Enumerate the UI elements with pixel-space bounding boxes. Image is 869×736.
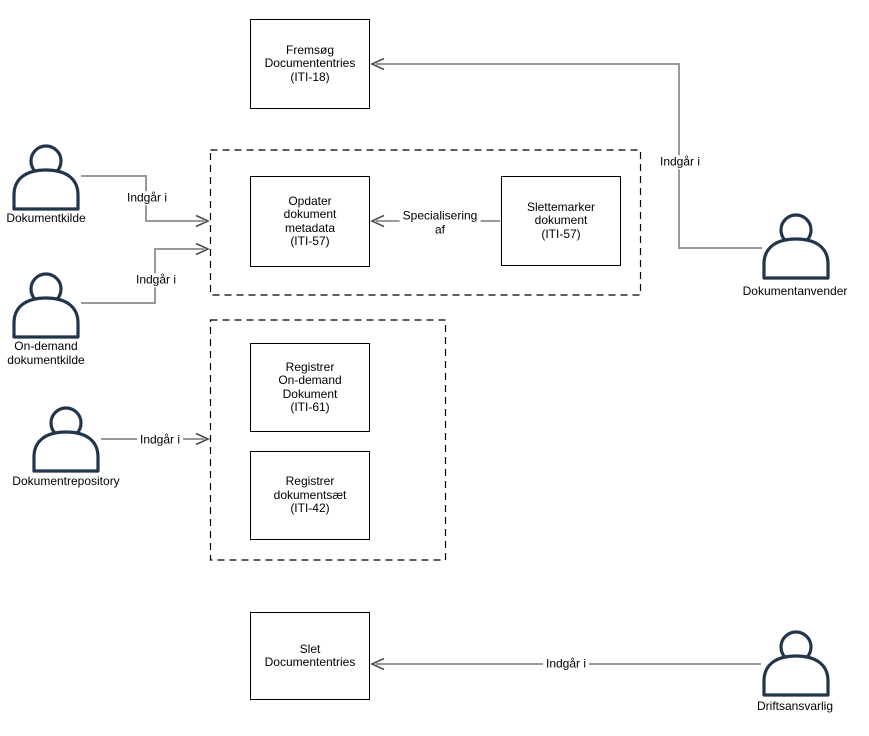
open-arrowhead xyxy=(370,57,385,71)
actor-label-dokumentkilde: Dokumentkilde xyxy=(6,211,86,225)
edge-label-indgaar-i: Indgår i xyxy=(656,155,704,169)
edge-label-indgaar-i: Indgår i xyxy=(132,273,180,287)
use-case-slettemarker-dokument: Slettemarker dokument (ITI-57) xyxy=(501,176,621,266)
actor-ondemand-dokumentkilde xyxy=(12,272,80,342)
person-icon xyxy=(12,144,80,211)
use-case-slet-documententries: Slet Documententries xyxy=(250,612,370,700)
actor-dokumentkilde xyxy=(12,144,80,214)
edge-label-indgaar-i: Indgår i xyxy=(123,191,171,205)
edge-label-specialisering-af: Specialisering af xyxy=(399,209,481,237)
person-icon xyxy=(32,406,100,473)
actor-driftsansvarlig xyxy=(762,630,830,700)
use-case-registrer-dokumentsaet: Registrer dokumentsæt (ITI-42) xyxy=(250,451,370,540)
person-icon xyxy=(762,213,830,280)
actor-label-ondemand-dokumentkilde: On-demand dokumentkilde xyxy=(7,339,85,367)
open-arrowhead xyxy=(195,242,210,256)
actor-dokumentrepository xyxy=(32,406,100,476)
use-case-fremsog-documententries: Fremsøg Documententries (ITI-18) xyxy=(250,19,370,109)
edge-label-indgaar-i: Indgår i xyxy=(542,657,590,671)
open-arrowhead xyxy=(370,657,385,671)
use-case-registrer-ondemand-dokument: Registrer On-demand Dokument (ITI-61) xyxy=(250,343,370,432)
use-case-opdater-dokument-metadata: Opdater dokument metadata (ITI-57) xyxy=(250,176,370,267)
person-icon xyxy=(12,272,80,339)
open-arrowhead xyxy=(195,432,210,446)
open-arrowhead xyxy=(195,214,210,228)
edge-label-indgaar-i: Indgår i xyxy=(136,433,184,447)
actor-label-dokumentrepository: Dokumentrepository xyxy=(12,474,120,488)
actor-label-dokumentanvender: Dokumentanvender xyxy=(742,284,848,298)
open-arrowhead xyxy=(370,214,385,228)
actor-label-driftsansvarlig: Driftsansvarlig xyxy=(756,699,834,713)
actor-dokumentanvender xyxy=(762,213,830,283)
dashed-group-registrer-boundary xyxy=(209,319,447,561)
person-icon xyxy=(762,630,830,697)
